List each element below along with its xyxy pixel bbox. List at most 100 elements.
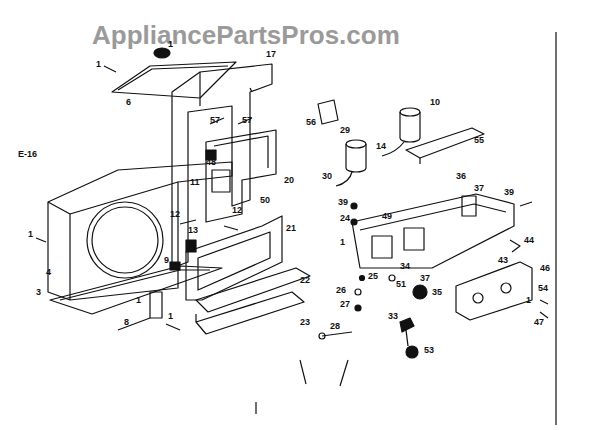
- washer: [355, 289, 361, 295]
- screw: [166, 324, 180, 330]
- knob: [413, 285, 427, 299]
- shroud-edge: [199, 72, 200, 106]
- callout-number: 1: [96, 60, 101, 69]
- capacitor: [400, 112, 420, 142]
- shaft: [406, 330, 408, 346]
- callout-number: 4: [46, 268, 51, 277]
- callout-number: 21: [286, 224, 296, 233]
- plate: [196, 292, 304, 334]
- callout-number: 50: [260, 196, 270, 205]
- callout-number: 43: [498, 256, 508, 265]
- fan-shroud: [48, 162, 232, 300]
- partition: [206, 130, 276, 222]
- screw: [36, 238, 46, 242]
- screw: [104, 66, 116, 72]
- callout-number: 22: [300, 276, 310, 285]
- cover: [406, 128, 484, 158]
- callout-number: 12: [232, 206, 242, 215]
- callout-number: 17: [266, 50, 276, 59]
- control-hole: [501, 283, 511, 293]
- callout-number: 12: [170, 210, 180, 219]
- callout-number: 33: [388, 312, 398, 321]
- callout-number: 35: [432, 288, 442, 297]
- shroud: [172, 64, 272, 268]
- control-bracket: [352, 194, 514, 268]
- pan-edge: [60, 270, 210, 300]
- callout-number: 53: [424, 346, 434, 355]
- screw: [520, 202, 532, 206]
- callout-number: 30: [322, 172, 332, 181]
- callout-number: 24: [340, 214, 350, 223]
- leader-line: [340, 360, 348, 386]
- plate-edge: [118, 66, 228, 90]
- knob: [406, 346, 418, 358]
- callout-number: 6: [126, 98, 131, 107]
- callout-number: 20: [284, 176, 294, 185]
- callout-number: 54: [538, 284, 548, 293]
- clip: [170, 262, 180, 270]
- callout-number: 57: [210, 116, 220, 125]
- callout-number: 37: [420, 274, 430, 283]
- callout-number: 56: [306, 118, 316, 127]
- wire: [336, 172, 352, 186]
- control-hole: [473, 293, 483, 303]
- callout-number: 55: [474, 136, 484, 145]
- switch-slot: [372, 236, 392, 258]
- screw: [351, 203, 357, 209]
- screw: [360, 276, 365, 281]
- washer: [389, 275, 395, 281]
- screw: [118, 318, 150, 330]
- bracket: [150, 292, 162, 318]
- callout-number: 46: [540, 264, 550, 273]
- callout-number: 39: [338, 198, 348, 207]
- callout-number: 25: [368, 272, 378, 281]
- callout-number: 1: [168, 40, 173, 49]
- leader-line: [255, 402, 256, 414]
- bracket: [318, 100, 338, 124]
- callout-number: 36: [456, 172, 466, 181]
- grommet: [186, 240, 196, 252]
- capacitor: [400, 108, 420, 116]
- callout-number: 47: [534, 318, 544, 327]
- callout-number: 29: [340, 126, 350, 135]
- shroud-edge: [250, 88, 252, 92]
- callout-number: 44: [524, 236, 534, 245]
- shroud-edge: [70, 182, 178, 214]
- screw: [540, 300, 548, 304]
- callout-number: 10: [430, 98, 440, 107]
- capacitor: [346, 140, 366, 148]
- callout-number: 8: [124, 318, 129, 327]
- top-plate: [112, 62, 236, 98]
- clip: [154, 48, 170, 58]
- partition-edge: [214, 136, 268, 168]
- leader-line: [300, 360, 306, 384]
- callout-number: 28: [330, 322, 340, 331]
- callout-number: 1: [340, 238, 345, 247]
- base-pan: [50, 266, 222, 314]
- shaft: [322, 332, 352, 336]
- plate-edge: [195, 314, 196, 322]
- callout-number: 37: [474, 184, 484, 193]
- orifice: [87, 202, 163, 278]
- bushing: [319, 333, 325, 339]
- frame-opening: [198, 232, 270, 290]
- callout-number: E-16: [18, 150, 37, 159]
- callout-number: 51: [396, 280, 406, 289]
- callout-number: 27: [340, 300, 350, 309]
- tab: [462, 196, 476, 216]
- callout-number: 13: [188, 226, 198, 235]
- callout-number: 1: [168, 312, 173, 321]
- callout-number: 48: [206, 158, 216, 167]
- callout-number: 49: [382, 212, 392, 221]
- callout-number: 14: [376, 142, 386, 151]
- callout-number: 23: [300, 318, 310, 327]
- screw: [180, 220, 196, 224]
- callout-number: 9: [164, 256, 169, 265]
- switch-slot: [404, 228, 424, 250]
- capacitor: [346, 144, 366, 172]
- clip: [510, 240, 520, 252]
- nut: [351, 219, 357, 225]
- knob: [400, 318, 414, 332]
